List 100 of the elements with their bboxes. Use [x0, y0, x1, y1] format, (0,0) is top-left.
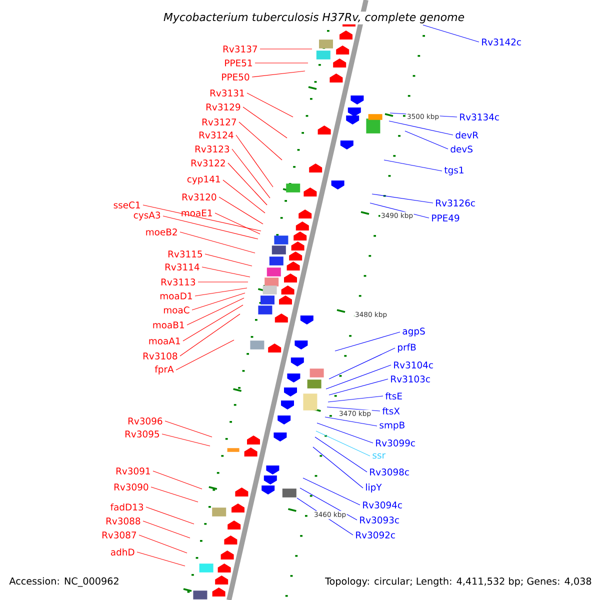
gene-label: adhD — [110, 548, 134, 556]
gene-label: Rv3123 — [195, 146, 230, 152]
gene-label: Rv3094c — [363, 502, 402, 508]
leader-line — [238, 122, 282, 160]
gene-label: Rv3091 — [116, 468, 150, 474]
leader-line — [214, 212, 260, 234]
gene-label: Rv3142c — [482, 38, 521, 46]
leader-line — [370, 202, 430, 218]
leader-line — [194, 288, 248, 296]
leader-line — [242, 106, 288, 138]
gene-label: tgs1 — [444, 166, 464, 176]
gene-label: Rv3108 — [143, 352, 178, 360]
leader-line — [142, 520, 190, 538]
leader-line — [312, 446, 364, 488]
gene-label: Rv3098c — [370, 468, 409, 476]
leader-line — [384, 160, 442, 172]
gene-label: cyp141 — [187, 176, 220, 184]
gene-label: ftsE — [385, 392, 402, 400]
leader-line — [204, 254, 252, 266]
gene-label: Rv3120 — [182, 194, 216, 200]
leader-line — [164, 420, 212, 438]
leader-line — [388, 120, 454, 136]
leader-line — [316, 430, 370, 456]
gene-label: Rv3093c — [360, 516, 399, 524]
leader-line — [316, 422, 374, 444]
gene-label: ftsX — [382, 407, 400, 415]
gene-label: Rv3126c — [436, 200, 475, 206]
leader-line — [326, 364, 392, 390]
leader-line — [152, 470, 202, 490]
leader-line — [182, 304, 244, 342]
gene-label: cysA3 — [134, 212, 160, 220]
leader-line — [236, 134, 274, 188]
gene-label: PPE51 — [225, 60, 252, 66]
gene-label: fadD13 — [110, 503, 144, 511]
gene-label: sseC1 — [114, 202, 140, 208]
leader-line — [324, 416, 378, 426]
leader-line — [246, 92, 294, 118]
leader-line — [138, 534, 188, 554]
leader-line — [180, 314, 240, 356]
leader-line — [326, 406, 380, 412]
gene-label: Rv3129 — [206, 104, 240, 110]
leader-line — [422, 24, 480, 42]
leader-line — [146, 506, 194, 524]
gene-label: moaA1 — [149, 338, 180, 344]
gene-label: moaB1 — [153, 322, 184, 328]
info-text: Topology: circular; Length: 4,411,532 bp; Genes: 4,038 — [325, 577, 592, 587]
leader-line — [300, 488, 358, 520]
gene-label: devS — [450, 145, 472, 153]
gene-label: Rv3127 — [202, 118, 236, 126]
gene-label: Rv3087 — [102, 532, 136, 538]
gene-label: devR — [456, 131, 478, 139]
gene-label: moeB2 — [146, 228, 177, 236]
gene-label: Rv3096 — [128, 418, 162, 424]
gene-label: Rv3124 — [199, 132, 234, 138]
leader-line — [328, 396, 384, 402]
leader-line — [202, 266, 250, 278]
leader-line — [232, 148, 270, 198]
leader-line — [176, 340, 234, 370]
gene-label: moaD1 — [160, 292, 192, 300]
gene-label: Rv3088 — [106, 518, 140, 524]
leader-line — [142, 204, 262, 232]
gene-label: lipY — [366, 484, 382, 492]
gene-label: PPE50 — [222, 74, 250, 80]
leader-line — [334, 332, 400, 352]
gene-label: ssr — [372, 453, 386, 459]
leader-line — [222, 180, 266, 214]
title: Mycobacterium tuberculosis H37Rv, complete genome — [162, 12, 466, 24]
leader-line — [180, 232, 256, 254]
gene-label: Rv3134c — [460, 114, 499, 120]
gene-label: Rv3104c — [394, 362, 433, 368]
leader-line — [314, 436, 368, 472]
leader-line — [162, 434, 210, 446]
leader-line — [162, 216, 258, 240]
leader-line — [186, 298, 244, 326]
gene-label: Rv3090 — [114, 484, 148, 490]
leader-line — [228, 162, 268, 206]
leader-line — [218, 196, 264, 224]
gene-label: Rv3092c — [356, 532, 395, 538]
leader-line — [404, 130, 448, 150]
gene-label: Rv3103c — [391, 376, 430, 382]
leader-line — [252, 70, 306, 78]
gene-label: PPE49 — [432, 214, 460, 222]
gene-label: Rv3113 — [161, 278, 196, 286]
leader-line — [150, 486, 198, 502]
gene-label: Rv3122 — [191, 160, 225, 166]
gene-label: Rv3095 — [125, 430, 159, 438]
gene-label: Rv3131 — [210, 90, 244, 96]
leader-line — [328, 348, 396, 380]
info-text: Accession: NC_000962 — [9, 577, 118, 587]
gene-label: Rv3114 — [165, 264, 200, 270]
leader-line — [192, 292, 246, 310]
gene-label: fprA — [154, 366, 174, 374]
gene-label: agpS — [402, 328, 425, 336]
leader-line — [302, 478, 360, 506]
leader-line — [254, 62, 308, 64]
gene-label: moaC — [164, 306, 190, 314]
leader-line — [328, 378, 388, 396]
gene-label: smpB — [380, 422, 404, 430]
gene-label: prfB — [398, 344, 416, 352]
gene-label: Rv3137 — [223, 46, 257, 52]
